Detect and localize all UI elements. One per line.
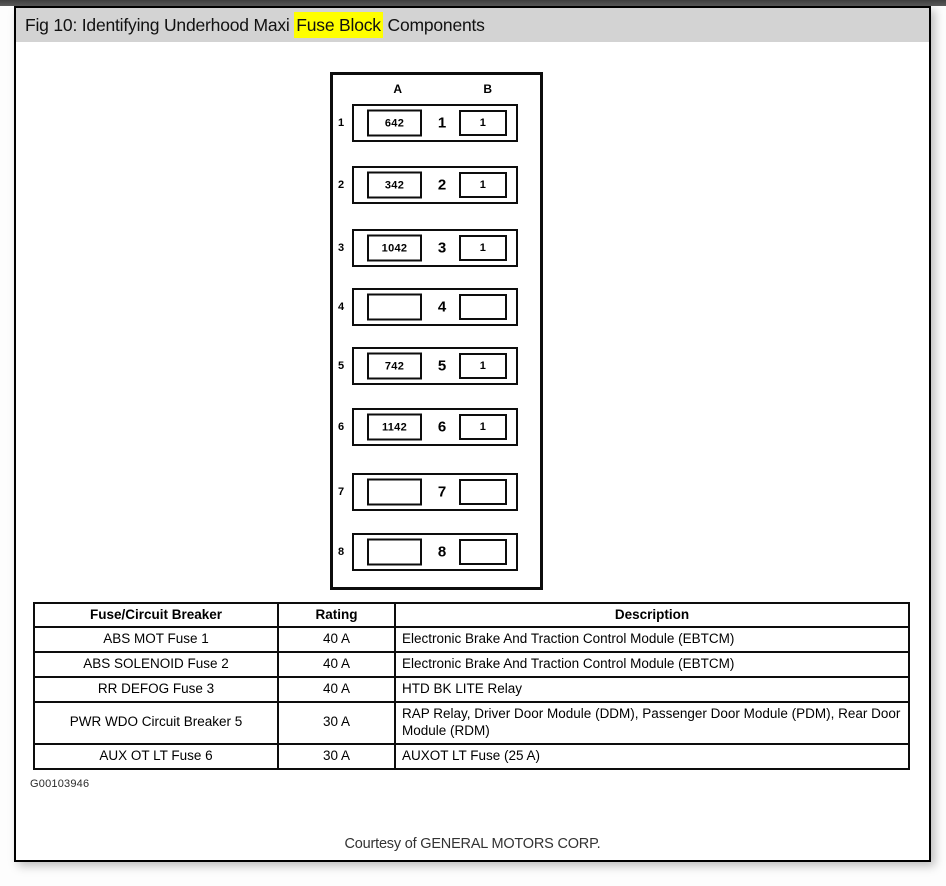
slot-index-label: 6 (338, 421, 345, 433)
table-cell: PWR WDO Circuit Breaker 5 (33, 701, 279, 745)
figure-title-highlight: Fuse Block (294, 12, 383, 38)
fuse-cavity-b (459, 294, 507, 320)
table-cell: RAP Relay, Driver Door Module (DDM), Pas… (394, 701, 910, 745)
slot-number: 1 (437, 114, 447, 132)
fuse-cavity-b: 1 (459, 414, 507, 440)
fuse-cavity-a: 342 (367, 171, 422, 199)
table-cell: ABS MOT Fuse 1 (33, 626, 279, 653)
fuse-cavity-a-label: 742 (384, 360, 405, 372)
fuse-cavity-a: 1142 (367, 413, 422, 441)
table-cell: HTD BK LITE Relay (394, 676, 910, 703)
slot-index-label: 7 (338, 486, 345, 498)
figure-title-prefix: Fig 10: Identifying Underhood Maxi (25, 15, 295, 35)
table-cell: Electronic Brake And Traction Control Mo… (394, 626, 910, 653)
slot-index-label: 5 (338, 360, 345, 372)
table-cell: 40 A (277, 676, 396, 703)
table-cell: AUXOT LT Fuse (25 A) (394, 742, 910, 770)
table-cell: 40 A (277, 651, 396, 678)
fuse-cavity-b-label: 1 (479, 117, 487, 129)
slot-number: 3 (437, 239, 447, 257)
fuse-cavity-a-label: 642 (384, 117, 405, 129)
column-header-a: A (393, 82, 403, 96)
fuse-slot-row: 3 1042 3 1 (338, 229, 518, 267)
slot-number: 2 (437, 176, 447, 194)
fuse-cavity-b: 1 (459, 110, 507, 136)
fuse-cavity-b: 1 (459, 235, 507, 261)
table-cell: Electronic Brake And Traction Control Mo… (394, 651, 910, 678)
fuse-cavity-b: 1 (459, 353, 507, 379)
fuse-table: Fuse/Circuit Breaker Rating Description … (33, 602, 910, 770)
column-header-b: B (483, 82, 493, 96)
fuse-cavity-a (367, 538, 422, 566)
figure-title-bar: Fig 10: Identifying Underhood Maxi Fuse … (16, 8, 929, 42)
figure-title-suffix: Components (382, 15, 485, 35)
fuse-cavity-b (459, 479, 507, 505)
figure-id-label: G00103946 (30, 778, 90, 790)
fuse-cavity-b-label: 1 (479, 242, 487, 254)
fuse-cavity-b-label: 1 (479, 421, 487, 433)
table-cell: 30 A (277, 701, 396, 745)
slot-number: 8 (437, 543, 447, 561)
header-rating: Rating (277, 602, 396, 628)
fuse-cavity-a: 742 (367, 352, 422, 380)
table-cell: 30 A (277, 742, 396, 770)
slot-index-label: 4 (338, 301, 345, 313)
fuse-cavity-a: 1042 (367, 234, 422, 262)
header-fuse-circuit-breaker: Fuse/Circuit Breaker (33, 602, 279, 628)
slot-number: 7 (437, 483, 447, 501)
table-header-row: Fuse/Circuit Breaker Rating Description (33, 602, 910, 628)
fuse-slot-row: 5 742 5 1 (338, 347, 518, 385)
slot-index-label: 1 (338, 117, 345, 129)
fuse-cavity-a (367, 293, 422, 321)
fuse-cavity-b: 1 (459, 172, 507, 198)
fuse-cavity-b-label: 1 (479, 360, 487, 372)
slot-number: 5 (437, 357, 447, 375)
fuse-cavity-b-label: 1 (479, 179, 487, 191)
fuse-slot-row: 1 642 1 1 (338, 104, 518, 142)
slot-index-label: 3 (338, 242, 345, 254)
fuse-slot-row: 6 1142 6 1 (338, 408, 518, 446)
courtesy-credit: Courtesy of GENERAL MOTORS CORP. (344, 836, 601, 852)
fuse-cavity-a-label: 342 (384, 179, 405, 191)
fuse-cavity-a-label: 1042 (381, 242, 408, 254)
fuse-cavity-b (459, 539, 507, 565)
slot-index-label: 8 (338, 546, 345, 558)
window-top-edge (0, 0, 946, 6)
slot-number: 4 (437, 298, 447, 316)
table-cell: 40 A (277, 626, 396, 653)
header-description: Description (394, 602, 910, 628)
slot-index-label: 2 (338, 179, 345, 191)
slot-number: 6 (437, 418, 447, 436)
table-cell: RR DEFOG Fuse 3 (33, 676, 279, 703)
fuse-cavity-a (367, 478, 422, 506)
fuse-cavity-a: 642 (367, 109, 422, 137)
figure-document: Fig 10: Identifying Underhood Maxi Fuse … (14, 6, 931, 862)
fuse-slot-row: 2 342 2 1 (338, 166, 518, 204)
fuse-cavity-a-label: 1142 (381, 421, 408, 433)
table-cell: AUX OT LT Fuse 6 (33, 742, 279, 770)
table-cell: ABS SOLENOID Fuse 2 (33, 651, 279, 678)
